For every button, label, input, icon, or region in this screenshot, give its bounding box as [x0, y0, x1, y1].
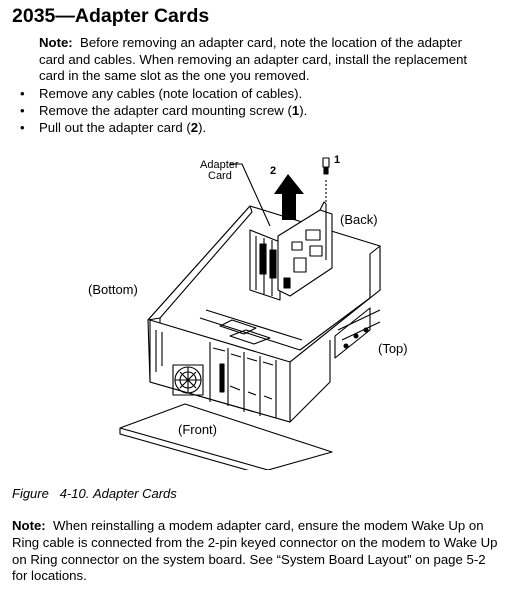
label-back: (Back) — [340, 212, 378, 227]
step-text: Remove any cables (note location of cabl… — [39, 86, 303, 101]
label-front: (Front) — [178, 422, 217, 437]
step-callout-number: 1 — [291, 102, 300, 118]
label-top: (Top) — [378, 341, 408, 356]
step-text-end: ). — [198, 119, 207, 135]
caption-title: Adapter Cards — [92, 486, 177, 501]
adapter-label-line2: Card — [208, 170, 232, 182]
bullet-icon: • — [20, 102, 25, 118]
bullet-icon: • — [20, 119, 25, 135]
caption-prefix: Figure — [12, 486, 49, 501]
step-item: • Remove the adapter card mounting screw… — [20, 103, 307, 120]
step-item: • Remove any cables (note location of ca… — [20, 86, 307, 103]
caption-number: 4-10. — [59, 486, 90, 501]
note-bottom: Note: When reinstalling a modem adapter … — [12, 518, 502, 585]
computer-chassis-illustration: Adapter Card 2 1 (Back) (Bottom) (Top) (… — [88, 154, 408, 477]
adapter-label-line1: Adapter — [200, 159, 239, 171]
note-top: Note: Before removing an adapter card, n… — [39, 35, 484, 85]
note-top-text: Before removing an adapter card, note th… — [39, 35, 468, 84]
step-text: Remove the adapter card mounting screw ( — [39, 102, 292, 118]
step-text: Pull out the adapter card ( — [39, 119, 191, 135]
note-top-label: Note: — [39, 35, 73, 50]
removal-steps-list: • Remove any cables (note location of ca… — [20, 86, 307, 136]
step-text-end: ). — [299, 102, 308, 118]
note-bottom-text: When reinstalling a modem adapter card, … — [12, 518, 498, 584]
pull-direction-arrow-icon — [274, 174, 304, 220]
step-callout-number: 2 — [190, 119, 199, 135]
step-item: • Pull out the adapter card (2). — [20, 120, 307, 137]
figure-caption: Figure 4-10. Adapter Cards — [12, 486, 177, 501]
callout-2: 2 — [270, 165, 276, 177]
adapter-card-figure: Adapter Card 2 1 (Back) (Bottom) (Top) (… — [80, 150, 420, 477]
section-heading: 2035—Adapter Cards — [12, 5, 210, 27]
callout-1: 1 — [334, 154, 340, 166]
label-bottom: (Bottom) — [88, 282, 138, 297]
note-bottom-label: Note: — [12, 518, 46, 533]
bullet-icon: • — [20, 86, 25, 101]
